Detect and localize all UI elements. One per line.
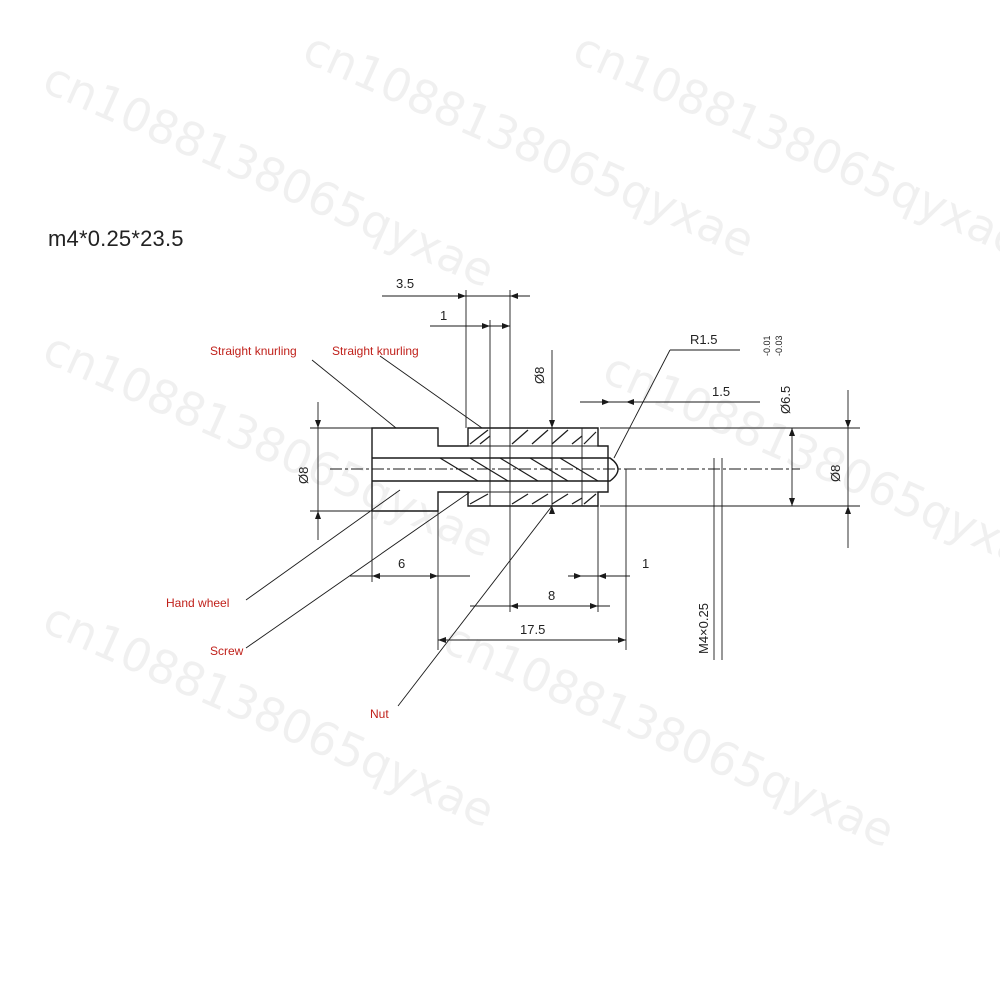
callout-leaders [245,355,553,707]
callout-hand-wheel: Hand wheel [166,596,229,610]
dim-r1-5: R1.5 [690,332,717,347]
callout-nut: Nut [370,707,389,721]
dim-1-top: 1 [440,308,447,323]
hatching [439,429,599,505]
dim-phi8-right: Ø8 [828,465,843,482]
callout-screw: Screw [210,644,244,658]
watermark-text: cn1088138065qyxae [566,21,1000,269]
dim-6: 6 [398,556,405,571]
dimension-lines [310,290,860,660]
dim-1-bottom: 1 [642,556,649,571]
watermark-text: cn1088138065qyxae [596,341,1000,589]
dim-tolerance-lower: -0.03 [774,335,784,356]
dim-8: 8 [548,588,555,603]
dim-phi6-5: Ø6.5 [778,386,793,414]
drawing-title: m4*0.25*23.5 [48,226,184,251]
dim-tolerance-upper: -0.01 [762,335,772,356]
watermark-text: cn1088138065qyxae [436,611,903,859]
dim-phi8-left: Ø8 [296,467,311,484]
dim-1-5: 1.5 [712,384,730,399]
dim-m4-thread: M4×0.25 [696,603,711,654]
watermark-text: cn1088138065qyxae [36,591,503,839]
dim-17-5: 17.5 [520,622,545,637]
dim-3-5: 3.5 [396,276,414,291]
callout-straight-knurling-2: Straight knurling [332,344,419,358]
callout-straight-knurling-1: Straight knurling [210,344,297,358]
part-section [330,427,800,512]
dim-phi8-top: Ø8 [532,367,547,384]
